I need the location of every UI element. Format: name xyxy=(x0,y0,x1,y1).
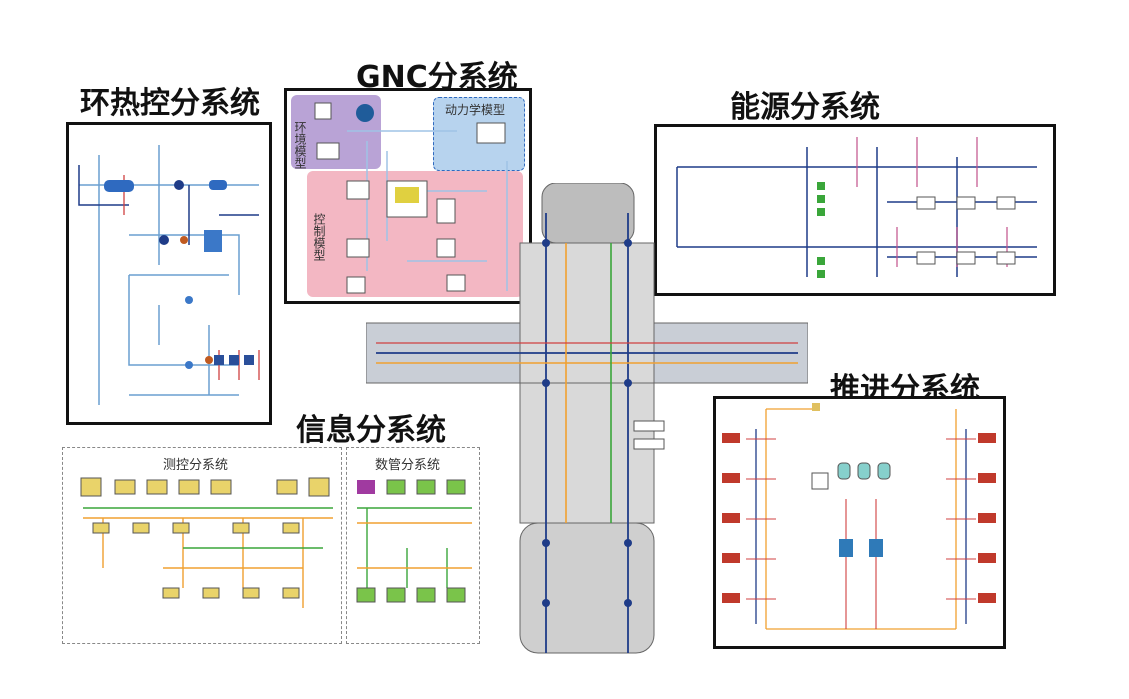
dms-label: 数管分系统 xyxy=(375,458,441,473)
thermal-panel[interactable] xyxy=(66,122,272,425)
ttc-schematic xyxy=(80,477,333,608)
power-schematic xyxy=(676,137,1037,278)
propulsion-panel[interactable] xyxy=(713,396,1006,649)
control-model-label: 控制模型 xyxy=(312,213,326,261)
ttc-label: 测控分系统 xyxy=(163,458,229,473)
dynamics-model-label: 动力学模型 xyxy=(445,103,506,117)
gnc-panel[interactable]: 环境模型 动力学模型 控制模型 xyxy=(284,88,532,304)
thermal-title: 环热控分系统 xyxy=(80,86,260,121)
ttc-panel[interactable]: 测控分系统 xyxy=(62,447,342,644)
power-panel[interactable] xyxy=(654,124,1056,296)
propulsion-schematic xyxy=(722,403,996,630)
gnc-schematic xyxy=(314,102,508,294)
env-model-label: 环境模型 xyxy=(293,121,307,169)
power-title: 能源分系统 xyxy=(730,90,880,125)
station-model[interactable] xyxy=(365,182,809,661)
info-title: 信息分系统 xyxy=(296,413,446,448)
dms-panel[interactable]: 数管分系统 xyxy=(346,447,480,644)
station-schematic xyxy=(365,182,809,654)
dms-schematic xyxy=(356,479,472,603)
thermal-schematic xyxy=(78,145,260,405)
